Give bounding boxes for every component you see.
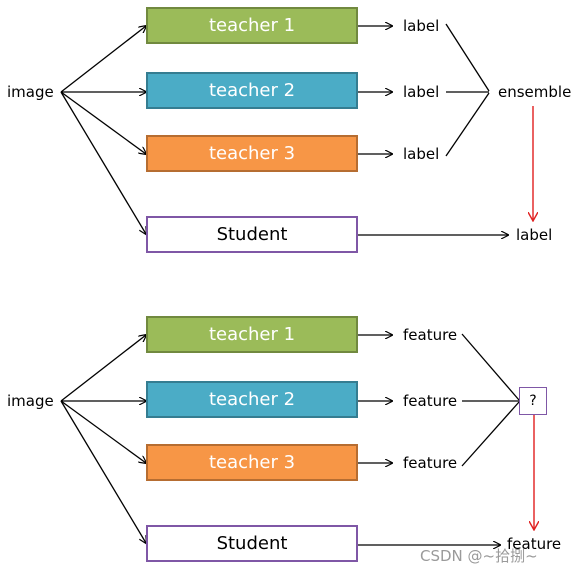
teacher-2-feature: feature xyxy=(403,392,458,410)
arrow-image-student-b xyxy=(60,400,146,543)
line-feature3-q xyxy=(461,401,520,467)
teacher-2-box-b: teacher 2 xyxy=(146,381,358,418)
student-feature-output: feature xyxy=(507,535,562,553)
line-label3-ensemble xyxy=(445,92,490,157)
line-feature1-q xyxy=(461,333,520,401)
unknown-combine-box: ? xyxy=(519,387,547,415)
student-label: Student xyxy=(216,224,288,245)
student-output: label xyxy=(516,226,553,244)
watermark: CSDN @~拾捌~ xyxy=(420,547,538,565)
arrow-image-student xyxy=(60,91,146,234)
teacher-3-box-b: teacher 3 xyxy=(146,444,358,481)
input-image-label: image xyxy=(7,83,54,101)
teacher-3-label: teacher 3 xyxy=(208,143,296,164)
arrow-image-teacher3 xyxy=(60,91,146,154)
student-box-b: Student xyxy=(146,525,358,562)
teacher-3-label-b: teacher 3 xyxy=(208,452,296,473)
top-diagram-arrows xyxy=(60,23,508,235)
teacher-3-box: teacher 3 xyxy=(146,135,358,172)
arrow-image-teacher1-b xyxy=(60,335,146,402)
arrow-image-teacher3-b xyxy=(60,400,146,463)
unknown-combine-label: ? xyxy=(529,393,537,409)
student-box: Student xyxy=(146,216,358,253)
teacher-1-label: teacher 1 xyxy=(208,15,296,36)
line-label1-ensemble xyxy=(445,23,490,92)
bottom-diagram-arrows xyxy=(60,333,520,545)
teacher-1-box: teacher 1 xyxy=(146,7,358,44)
teacher-3-feature: feature xyxy=(403,454,458,472)
teacher-2-label: teacher 2 xyxy=(208,80,296,101)
teacher-1-label-b: teacher 1 xyxy=(208,324,296,345)
teacher-3-output: label xyxy=(403,145,440,163)
input-image-label-b: image xyxy=(7,392,54,410)
teacher-2-output: label xyxy=(403,83,440,101)
teacher-2-box: teacher 2 xyxy=(146,72,358,109)
teacher-1-output: label xyxy=(403,17,440,35)
teacher-1-box-b: teacher 1 xyxy=(146,316,358,353)
arrow-image-teacher1 xyxy=(60,26,146,93)
student-label-b: Student xyxy=(216,533,288,554)
teacher-1-feature: feature xyxy=(403,326,458,344)
teacher-2-label-b: teacher 2 xyxy=(208,389,296,410)
ensemble-label: ensemble xyxy=(498,83,572,101)
